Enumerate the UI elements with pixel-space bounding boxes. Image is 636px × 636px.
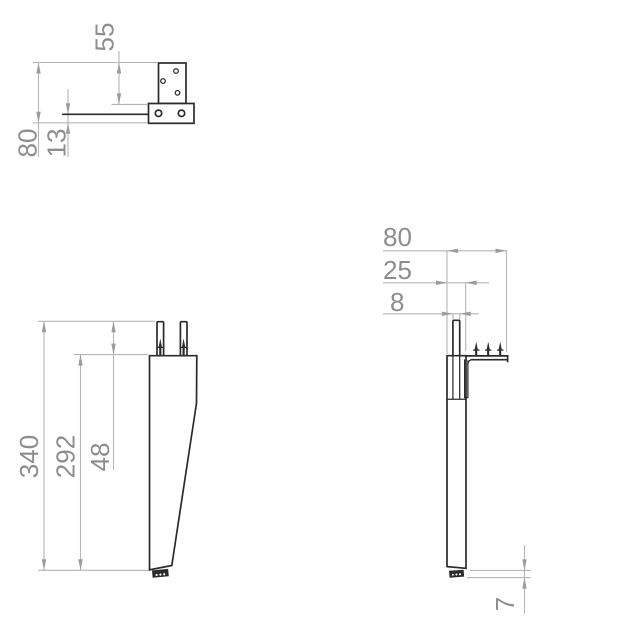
bolt-hole bbox=[154, 109, 163, 118]
bracket-front-view: 80 13 55 bbox=[12, 23, 195, 158]
dim-label-80-plate: 80 bbox=[383, 222, 412, 252]
leg-side-view: 340 292 48 bbox=[14, 320, 198, 578]
dim-label-340: 340 bbox=[14, 435, 44, 478]
screw-hole bbox=[174, 89, 181, 96]
dim-arrow bbox=[41, 321, 47, 333]
leg-outline bbox=[446, 354, 467, 570]
screw-hole bbox=[160, 78, 166, 84]
dim-label-80-bracket: 80 bbox=[12, 129, 42, 158]
dim-arrow bbox=[522, 577, 527, 589]
dim-arrow bbox=[111, 321, 116, 333]
dim-arrow bbox=[111, 343, 116, 355]
adjustable-foot bbox=[152, 568, 169, 578]
wood-screw bbox=[484, 341, 492, 356]
dim-label-55: 55 bbox=[89, 23, 119, 52]
dim-arrow bbox=[65, 103, 71, 115]
leg-outline bbox=[148, 354, 198, 571]
dim-arrow bbox=[495, 248, 507, 253]
dim-label-7: 7 bbox=[490, 597, 520, 611]
wood-screw bbox=[496, 341, 504, 356]
dim-arrow bbox=[116, 62, 122, 74]
wood-screw bbox=[156, 338, 164, 356]
dim-label-13: 13 bbox=[41, 129, 71, 158]
dim-arrow bbox=[41, 559, 47, 571]
wood-screw bbox=[472, 341, 480, 356]
dim-label-8: 8 bbox=[390, 287, 404, 317]
screw-hole bbox=[173, 68, 179, 74]
dim-arrow bbox=[116, 93, 122, 105]
wood-screw bbox=[180, 338, 188, 356]
leg-front-view: 80 25 8 7 bbox=[383, 222, 531, 614]
hanger-bolt bbox=[452, 319, 461, 357]
dim-arrow bbox=[36, 62, 41, 74]
dim-arrow bbox=[522, 559, 527, 571]
mounting-plate-edge bbox=[465, 355, 509, 363]
bolt-hole bbox=[177, 109, 186, 118]
bracket-horizontal-plate bbox=[147, 102, 195, 125]
dim-label-48: 48 bbox=[85, 443, 115, 472]
dim-arrow bbox=[447, 248, 458, 253]
dim-label-25: 25 bbox=[383, 255, 412, 285]
dim-arrow bbox=[459, 311, 471, 316]
dim-arrow bbox=[78, 559, 83, 571]
dim-arrow bbox=[65, 122, 71, 134]
dim-arrow bbox=[441, 311, 453, 316]
dim-arrow bbox=[78, 354, 83, 366]
dim-label-292: 292 bbox=[50, 435, 80, 478]
adjustable-foot bbox=[449, 569, 465, 578]
dim-arrow bbox=[36, 111, 41, 123]
dim-arrow bbox=[436, 280, 447, 285]
bracket-flange-edge bbox=[463, 359, 469, 399]
dim-arrow bbox=[465, 280, 477, 285]
